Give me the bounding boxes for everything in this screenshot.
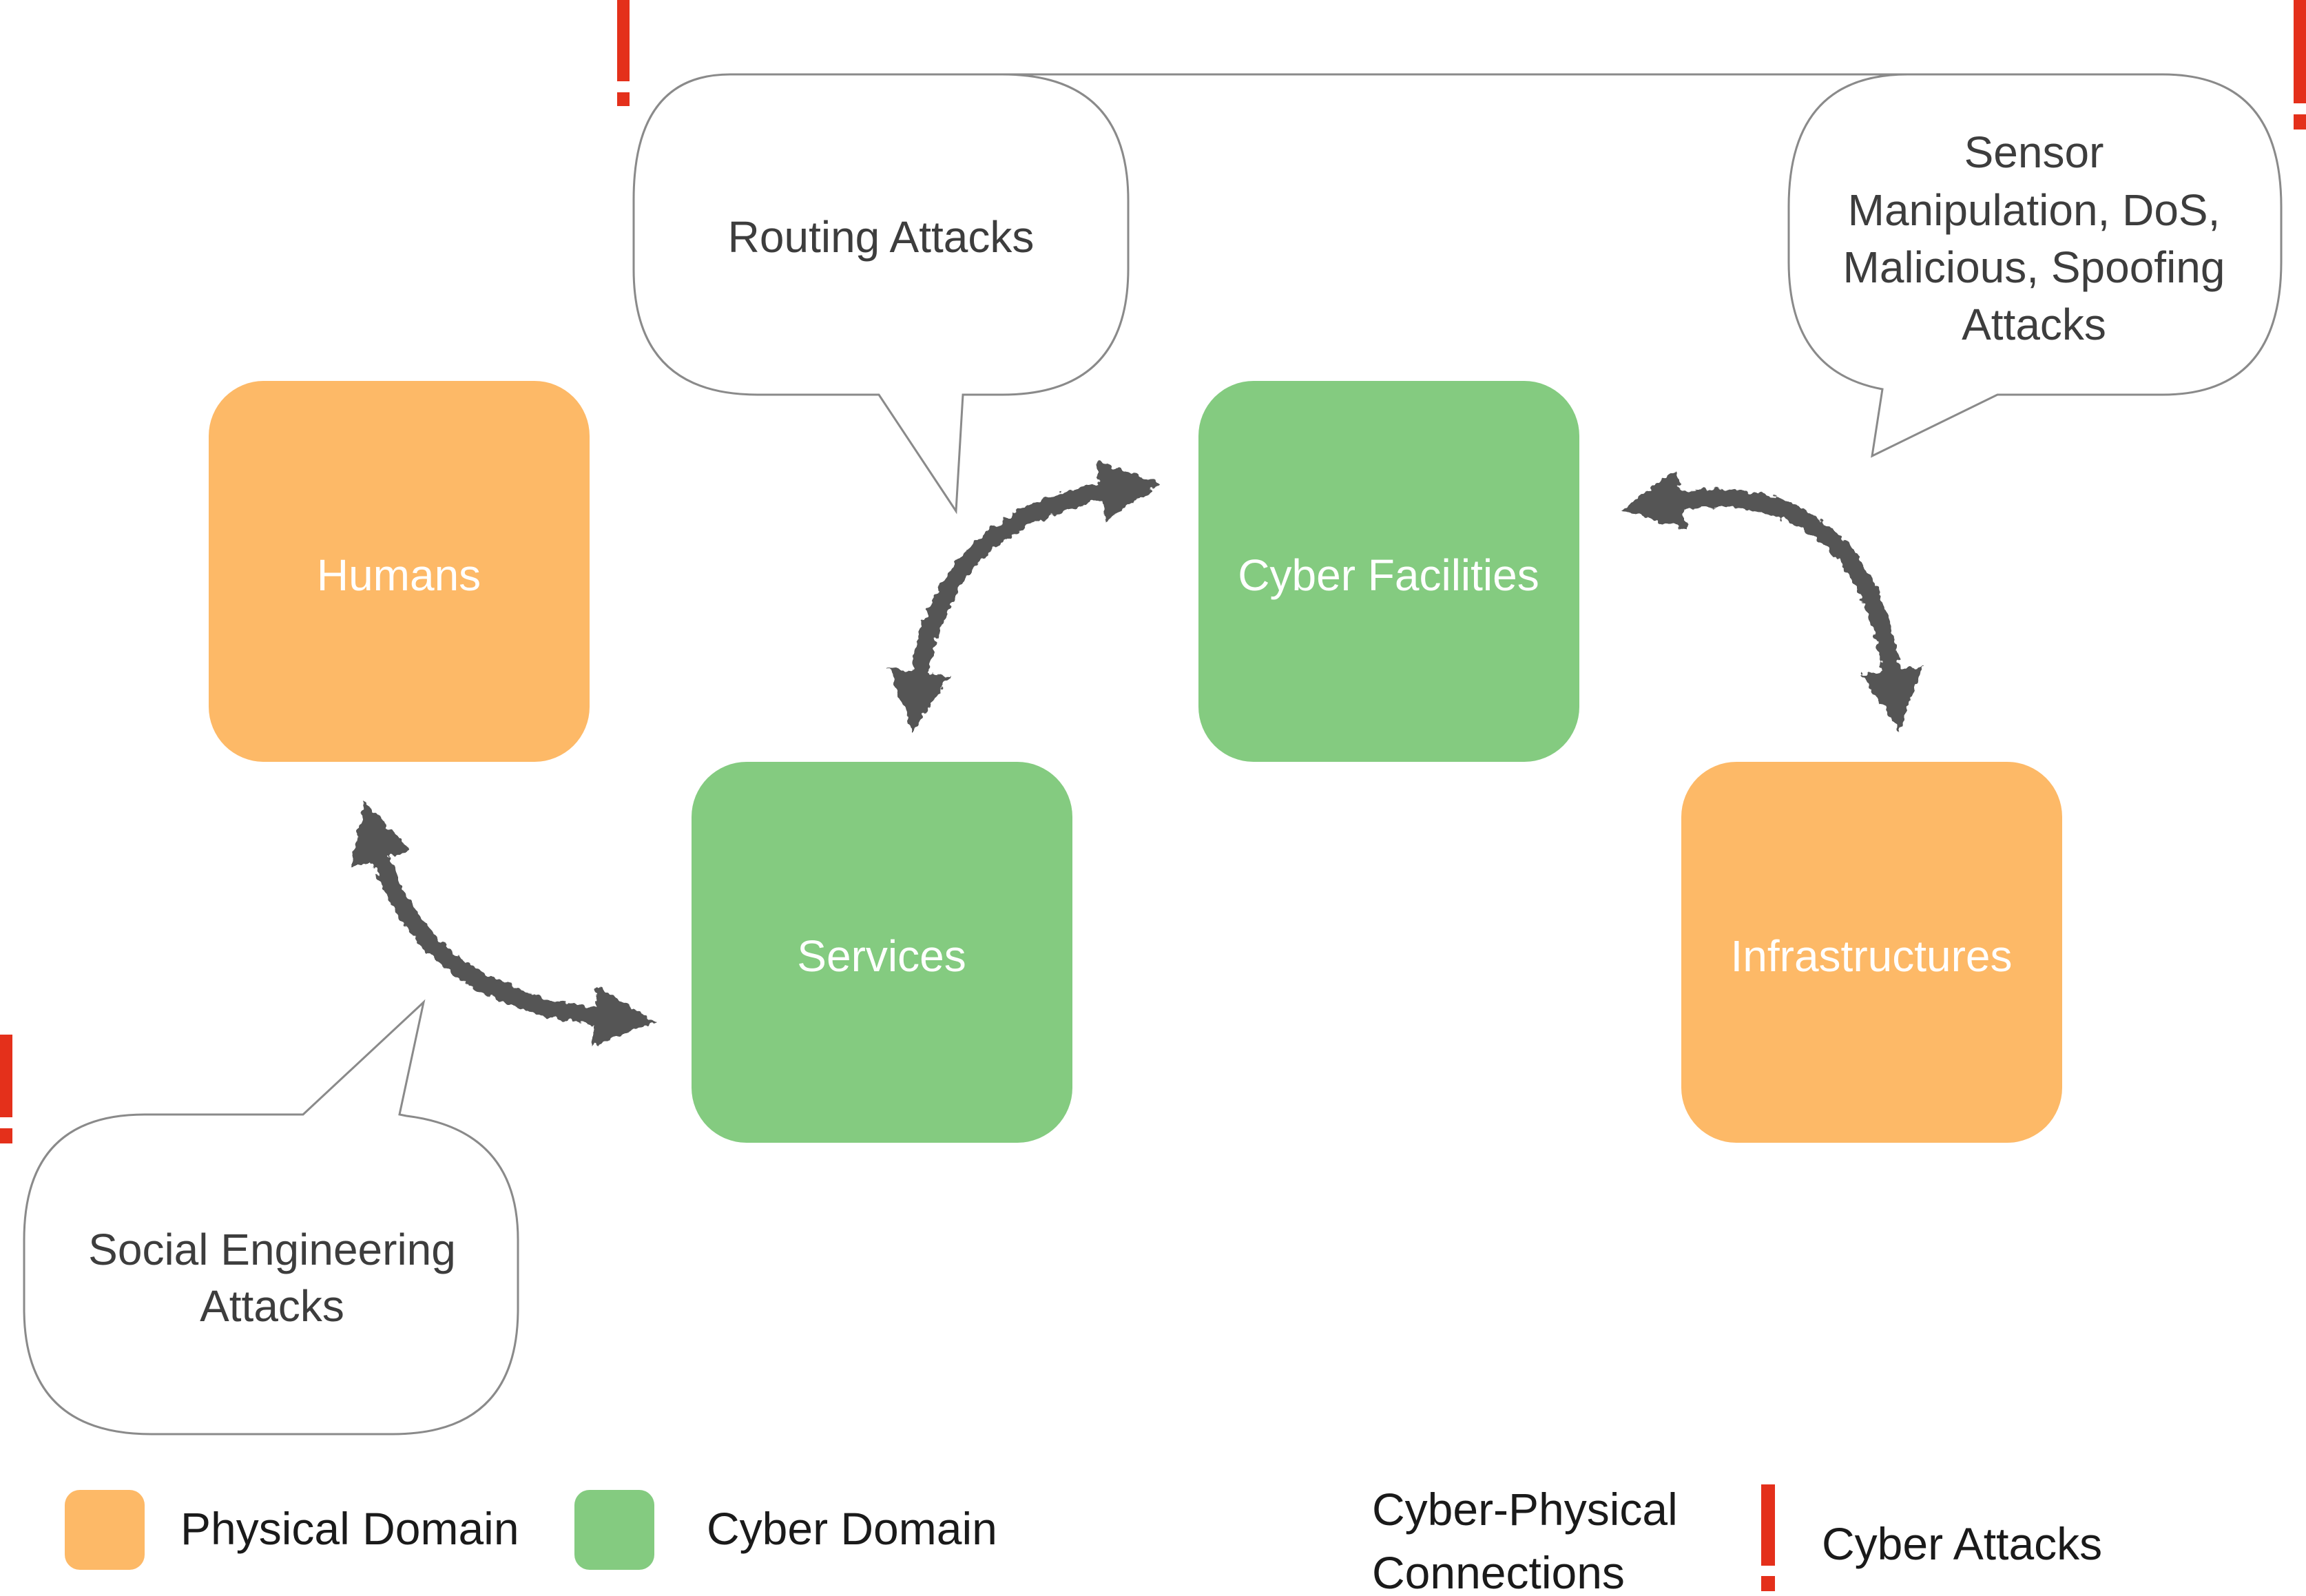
attack-marker-sensor bbox=[2294, 0, 2306, 129]
legend-label: Connections bbox=[1372, 1547, 1625, 1596]
arrow-humans-services bbox=[351, 800, 656, 1047]
node-infrastructures: Infrastructures bbox=[1681, 762, 2062, 1143]
legend-attack-dot bbox=[1761, 1576, 1775, 1591]
attack-marker-social bbox=[0, 1035, 12, 1143]
legend-label: Physical Domain bbox=[180, 1503, 519, 1554]
legend-item-physical: Physical Domain bbox=[65, 1490, 519, 1570]
bubble-text: Malicious, Spoofing bbox=[1843, 242, 2225, 292]
sensor-attacks-bubble: Sensor Manipulation, DoS, Malicious, Spo… bbox=[971, 73, 2283, 458]
node-humans: Humans bbox=[209, 381, 590, 762]
bubble-text: Sensor bbox=[1964, 127, 2104, 177]
bubble-text: Attacks bbox=[1962, 300, 2106, 349]
bubble-outline bbox=[23, 999, 519, 1436]
legend-swatch-cyber bbox=[574, 1490, 654, 1570]
attack-marker-routing bbox=[617, 0, 630, 106]
legend-label: Cyber Domain bbox=[707, 1503, 997, 1554]
node-label: Services bbox=[797, 931, 966, 981]
node-label: Humans bbox=[317, 550, 481, 600]
node-label: Infrastructures bbox=[1730, 931, 2012, 981]
arrow-cyber-facilities-infrastructures bbox=[1621, 469, 1922, 732]
arrow-services-cyber-facilities bbox=[889, 461, 1162, 733]
node-box bbox=[209, 381, 590, 762]
legend-item-cyber: Cyber Domain bbox=[574, 1490, 997, 1570]
attack-marker-bar bbox=[2294, 0, 2306, 103]
legend-label: Cyber Attacks bbox=[1822, 1518, 2102, 1569]
legend-label: Cyber-Physical bbox=[1372, 1484, 1678, 1535]
attack-marker-bar bbox=[617, 0, 630, 81]
attack-marker-dot bbox=[2294, 114, 2306, 129]
bubble-outline bbox=[632, 73, 1130, 515]
legend-attack-bar bbox=[1761, 1484, 1775, 1566]
legend-swatch-physical bbox=[65, 1490, 145, 1570]
node-box bbox=[692, 762, 1072, 1143]
bubble-outline bbox=[971, 73, 2283, 458]
attack-marker-dot bbox=[0, 1128, 12, 1143]
attack-marker-dot bbox=[617, 92, 630, 106]
social-engineering-bubble: Social Engineering Attacks bbox=[23, 999, 519, 1436]
routing-attacks-bubble: Routing Attacks bbox=[632, 73, 1130, 515]
bubble-text: Social Engineering bbox=[88, 1225, 456, 1274]
node-label: Cyber Facilities bbox=[1238, 550, 1539, 600]
legend: Physical Domain Cyber Domain Cyber-Physi… bbox=[65, 1484, 2102, 1596]
legend-item-connections: Cyber-Physical Connections bbox=[1036, 1484, 1678, 1596]
node-services: Services bbox=[692, 762, 1072, 1143]
connection-arrows bbox=[351, 461, 1922, 1047]
attack-marker-bar bbox=[0, 1035, 12, 1117]
legend-item-attacks: Cyber Attacks bbox=[1761, 1484, 2102, 1591]
bubble-text: Manipulation, DoS, bbox=[1848, 185, 2221, 235]
node-cyber-facilities: Cyber Facilities bbox=[1198, 381, 1579, 762]
node-box bbox=[1681, 762, 2062, 1143]
bubble-text: Attacks bbox=[200, 1281, 344, 1331]
node-box bbox=[1198, 381, 1579, 762]
bubble-text: Routing Attacks bbox=[728, 212, 1035, 262]
